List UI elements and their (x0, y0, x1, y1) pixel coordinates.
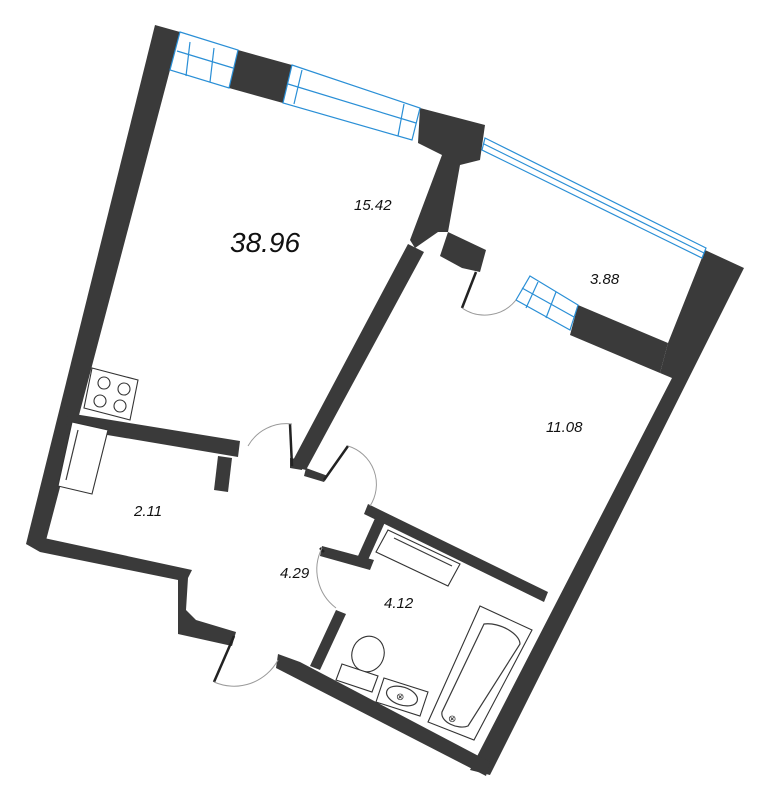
washer-bathroom-icon (375, 529, 461, 587)
svg-text:⊗: ⊗ (448, 714, 456, 725)
wall-hall-2 (304, 468, 328, 482)
room-area-bathroom: 4.12 (384, 595, 414, 612)
walls (26, 25, 744, 776)
doors (212, 271, 517, 687)
room-area-bedroom: 11.08 (546, 419, 583, 436)
bathtub-icon: ⊗ (427, 605, 533, 741)
door-balcony[interactable] (460, 271, 517, 316)
wall-bath-left-2 (310, 610, 346, 670)
wall-hall-bath (320, 546, 374, 570)
room-area-storage: 2.11 (133, 503, 162, 520)
wall-top-pier-1 (229, 50, 292, 103)
washing-machine-icon (57, 421, 109, 495)
window-top-left (169, 31, 239, 89)
wall-storage-right (214, 456, 232, 492)
wall-bottom-right (276, 654, 490, 776)
wall-storage-top (66, 413, 240, 457)
door-living[interactable] (247, 423, 294, 467)
wall-top-corner (410, 108, 485, 248)
room-area-living: 15.42 (354, 197, 392, 214)
svg-text:⊗: ⊗ (396, 692, 404, 703)
door-entrance[interactable] (212, 635, 279, 687)
room-area-hall: 4.29 (280, 565, 310, 582)
wall-hall-1 (290, 458, 304, 470)
wall-left (26, 25, 180, 548)
window-balcony-glazing (481, 137, 707, 259)
wall-right (470, 250, 744, 775)
wall-balcony-stub (440, 232, 486, 272)
room-labels: 38.96 15.42 3.88 11.08 2.11 4.29 4.12 (133, 197, 620, 612)
wall-bedroom-bottom (364, 504, 548, 602)
wall-living-bedroom (290, 244, 424, 470)
windows (169, 31, 707, 331)
total-area-label: 38.96 (230, 227, 300, 258)
window-top-middle (282, 64, 421, 141)
toilet-icon (335, 635, 385, 693)
sink-icon: ⊗ (375, 677, 429, 717)
fixtures: ⊗ ⊗ (57, 367, 533, 741)
door-bathroom[interactable] (316, 547, 337, 609)
door-bedroom[interactable] (322, 445, 377, 507)
window-balcony-door (515, 275, 579, 331)
wall-bottom-left (26, 538, 236, 646)
wall-balcony-bottom (570, 305, 668, 373)
stove-icon (83, 367, 139, 421)
room-area-balcony: 3.88 (590, 271, 620, 288)
wall-bath-left (358, 516, 386, 560)
